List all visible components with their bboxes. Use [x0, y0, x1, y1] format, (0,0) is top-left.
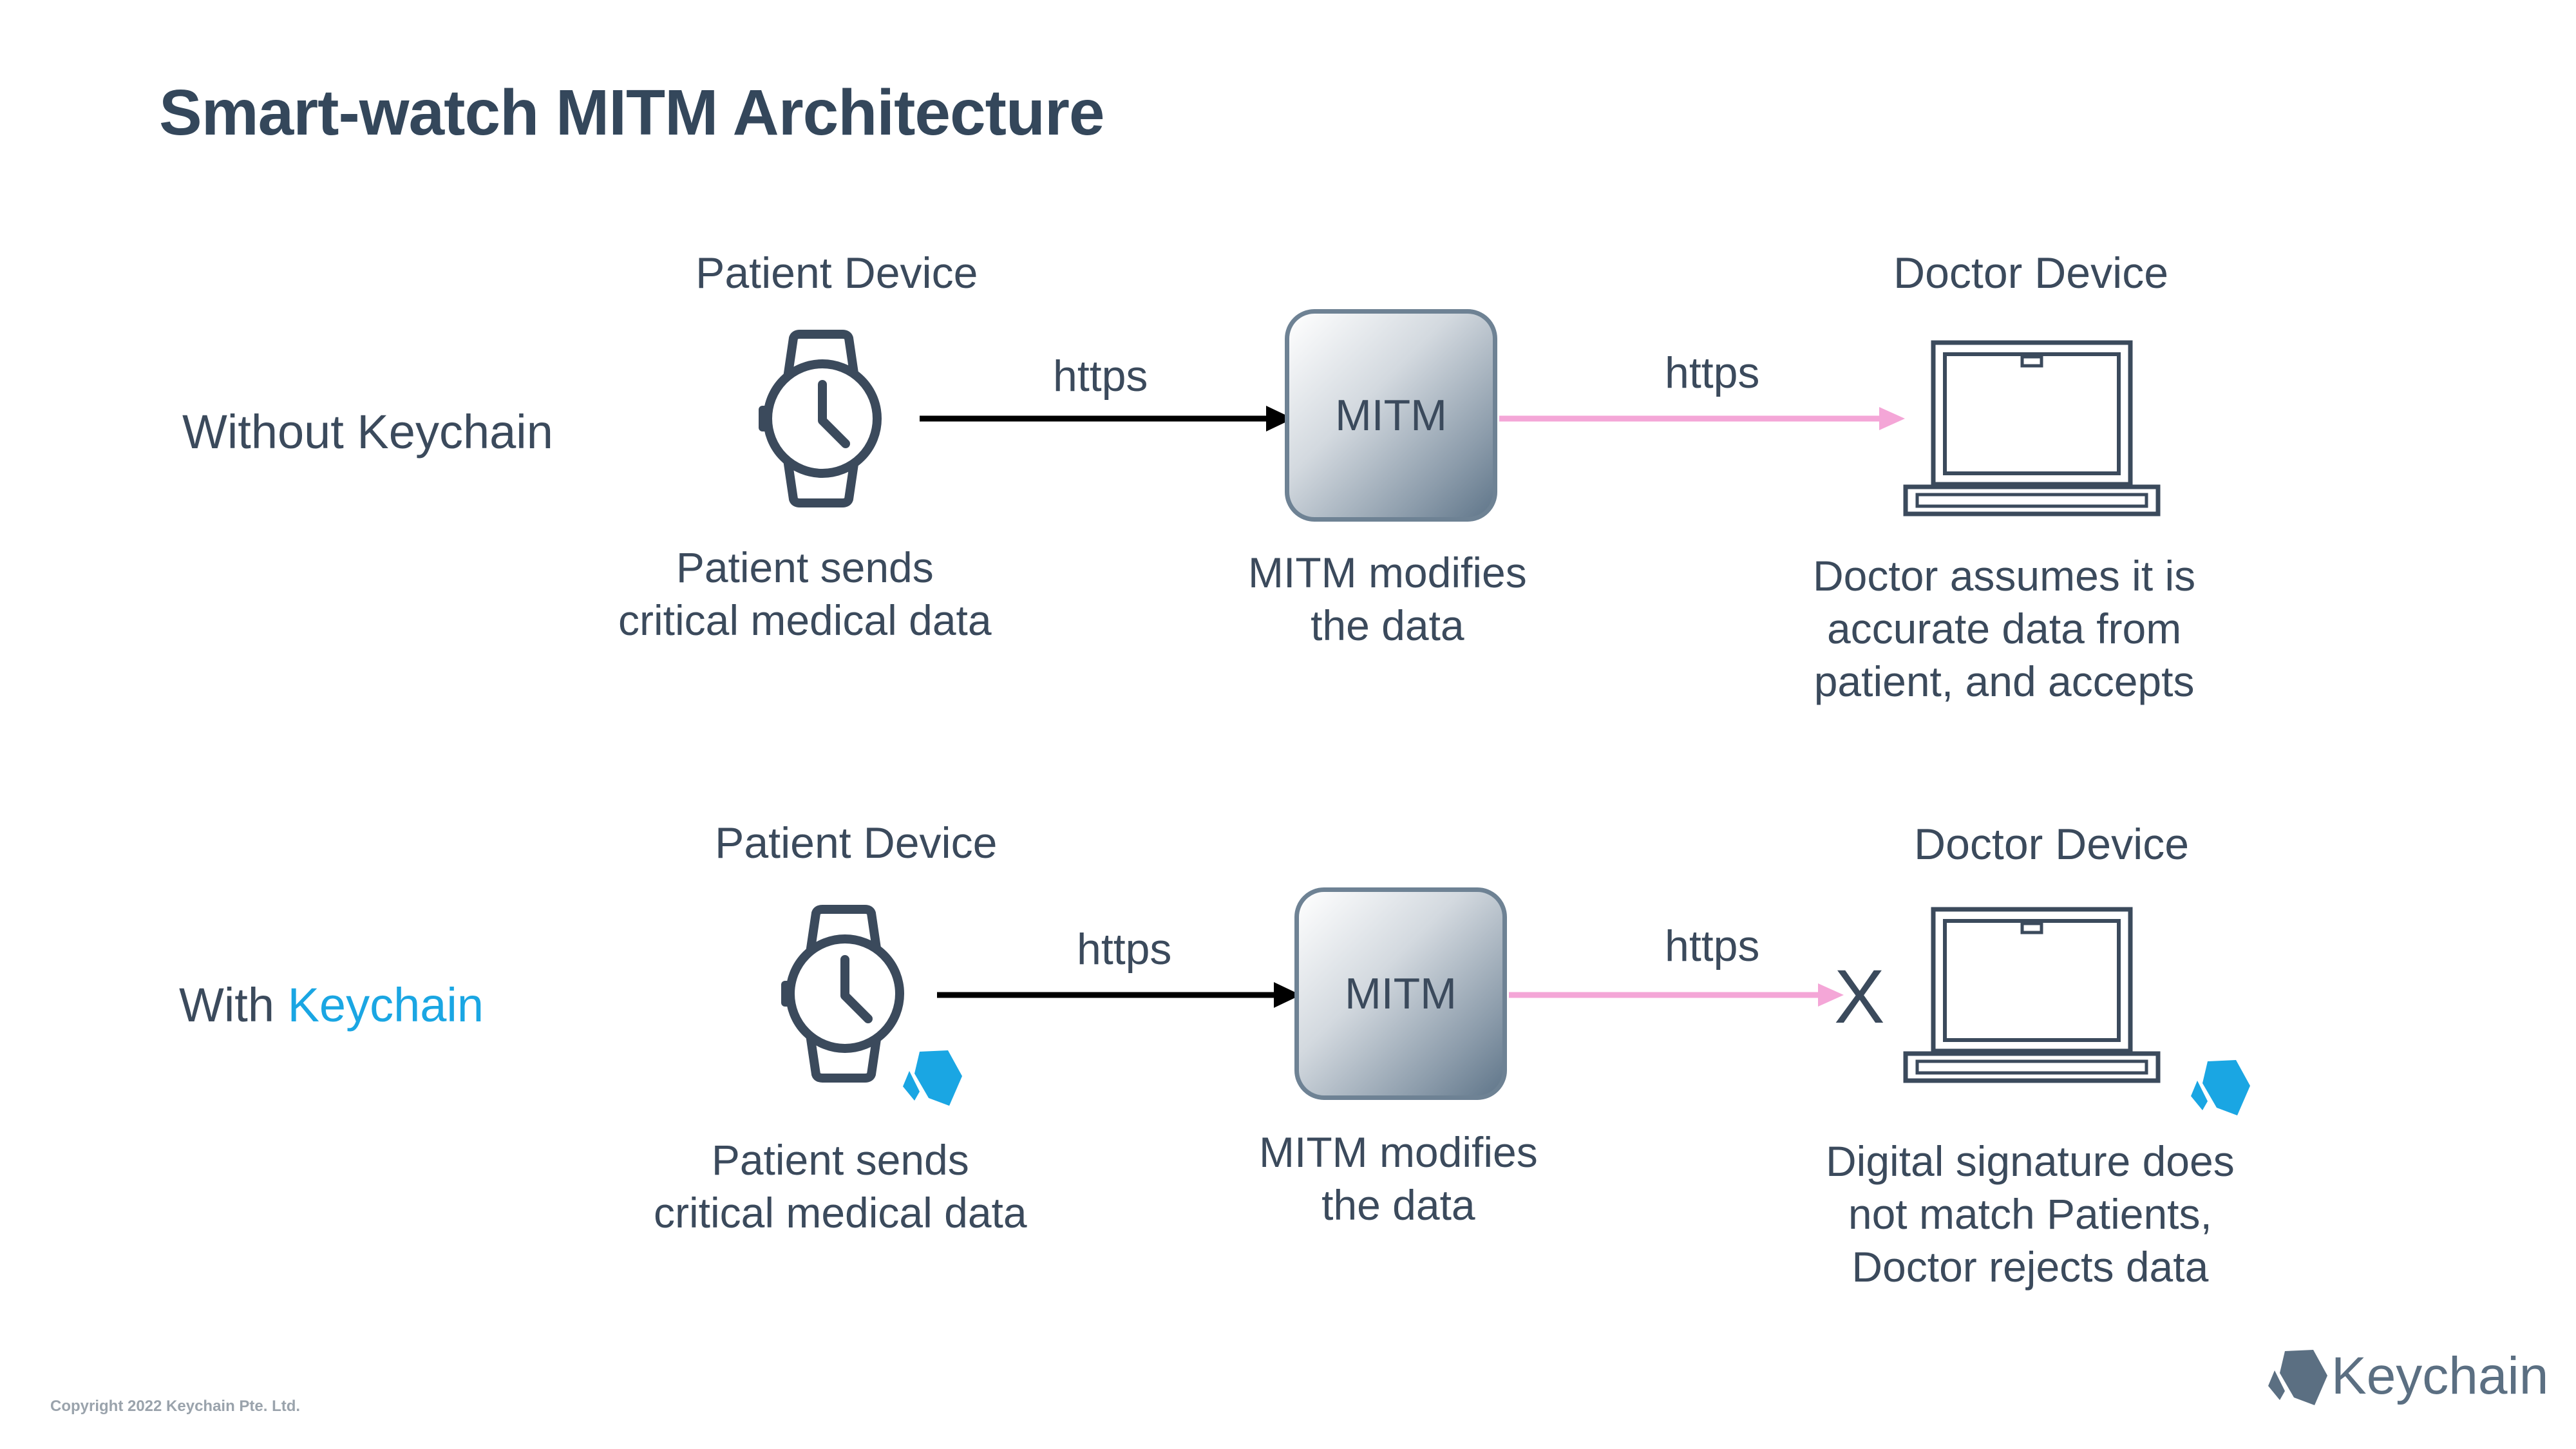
page-title: Smart-watch MITM Architecture: [159, 77, 1105, 149]
watch-icon: [759, 330, 882, 507]
doctor-device-label: Doctor Device: [1914, 820, 2190, 869]
https-label-left: https: [1077, 925, 1172, 974]
https-label-right: https: [1665, 922, 1760, 971]
keychain-accent-text: Keychain: [287, 978, 484, 1032]
patient-caption: Patient sends critical medical data: [654, 1136, 1027, 1236]
https-label-right: https: [1665, 348, 1760, 397]
patient-device-label: Patient Device: [715, 819, 998, 867]
https-arrow-patient-to-mitm: [937, 982, 1301, 1008]
doctor-device-label: Doctor Device: [1893, 249, 2169, 298]
copyright-text: Copyright 2022 Keychain Pte. Ltd.: [50, 1397, 301, 1415]
doctor-caption: Doctor assumes it is accurate data from …: [1813, 552, 2196, 705]
patient-caption: Patient sends critical medical data: [618, 544, 992, 644]
laptop-icon: [1903, 907, 2161, 1083]
row-label-with-keychain: With Keychain: [179, 978, 484, 1032]
mitm-box: MITM: [1285, 309, 1497, 522]
mitm-caption: MITM modifies the data: [1248, 549, 1527, 649]
doctor-caption: Digital signature does not match Patient…: [1826, 1137, 2235, 1291]
row-label-without-keychain: Without Keychain: [182, 405, 553, 459]
keychain-logo-icon: [2191, 1060, 2250, 1115]
keychain-logo-icon: [2268, 1350, 2327, 1405]
https-arrow-mitm-to-doctor: [1509, 983, 1844, 1007]
keychain-logo-icon: [903, 1050, 962, 1106]
watch-icon: [781, 905, 904, 1083]
patient-device-label: Patient Device: [696, 249, 978, 298]
laptop-icon: [1903, 340, 2161, 516]
rejected-x-mark: X: [1834, 954, 1885, 1039]
https-label-left: https: [1053, 352, 1148, 401]
brand-logo-text: Keychain: [2331, 1347, 2549, 1405]
https-arrow-patient-to-mitm: [920, 406, 1293, 431]
https-arrow-mitm-to-doctor: [1499, 407, 1905, 430]
mitm-box: MITM: [1294, 887, 1507, 1100]
mitm-caption: MITM modifies the data: [1259, 1128, 1538, 1229]
